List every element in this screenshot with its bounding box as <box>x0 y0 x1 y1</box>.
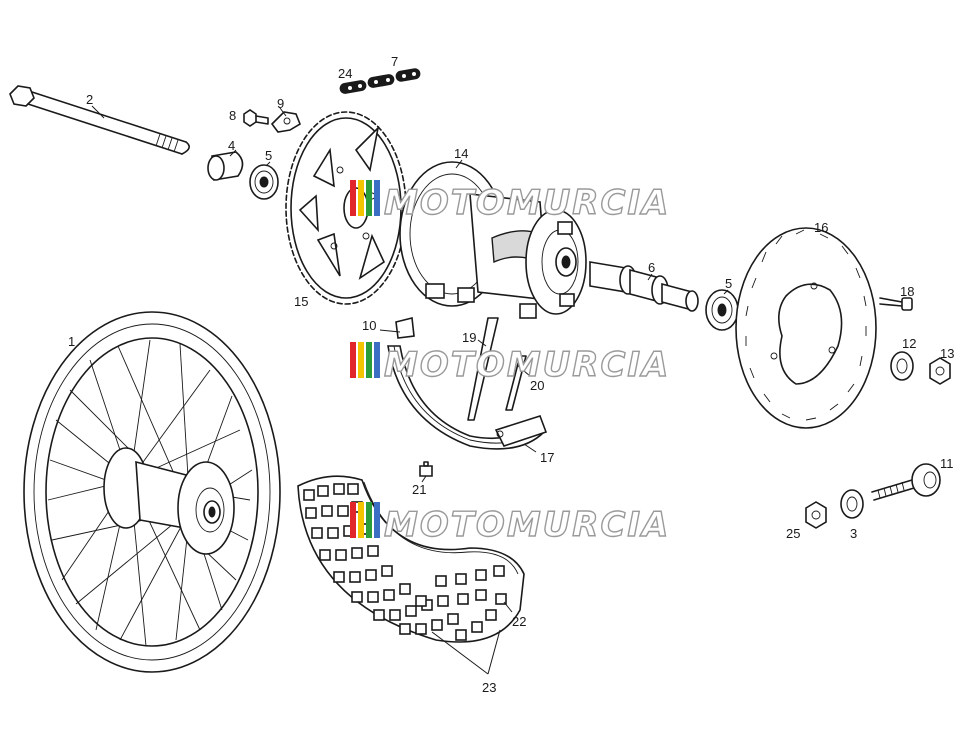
part-chain-links <box>339 68 421 94</box>
callout-12: 12 <box>902 336 916 351</box>
part-nut-13 <box>929 357 951 385</box>
callout-22: 22 <box>512 614 526 629</box>
part-axle-sleeve <box>589 261 699 312</box>
watermark-middle: MOTOMURCIA <box>350 342 670 386</box>
watermark-bottom: MOTOMURCIA <box>350 502 670 546</box>
watermark-stripe-green <box>366 342 372 378</box>
callout-21: 21 <box>412 482 426 497</box>
callout-7: 7 <box>391 54 398 69</box>
callout-5-right: 5 <box>725 276 732 291</box>
part-valve-19 <box>467 317 499 421</box>
part-rim-strip <box>395 317 415 339</box>
callout-18: 18 <box>900 284 914 299</box>
part-disc-bolt <box>879 297 913 311</box>
callout-labels: 1 2 3 4 5 5 6 7 8 9 10 11 12 13 14 15 16… <box>68 54 954 695</box>
callout-13: 13 <box>940 346 954 361</box>
callout-14: 14 <box>454 146 468 161</box>
part-brake-disc <box>735 227 877 429</box>
callout-2: 2 <box>86 92 93 107</box>
part-spacer <box>207 151 244 181</box>
watermark-stripe-green <box>366 502 372 538</box>
callout-16: 16 <box>814 220 828 235</box>
part-axle-bolt <box>9 85 190 155</box>
watermark-stripe-yellow <box>358 180 364 216</box>
watermark-stripe-red <box>350 180 356 216</box>
part-lock-washer <box>270 111 301 133</box>
callout-20: 20 <box>530 378 544 393</box>
callout-6: 6 <box>648 260 655 275</box>
watermark-text: MOTOMURCIA <box>384 505 670 545</box>
callout-19: 19 <box>462 330 476 345</box>
part-valve-20 <box>505 355 527 411</box>
callout-5-left: 5 <box>265 148 272 163</box>
part-sprocket <box>285 111 407 305</box>
part-valve-cap <box>419 461 433 477</box>
callout-4: 4 <box>228 138 235 153</box>
part-tire <box>297 475 525 643</box>
callout-9: 9 <box>277 96 284 111</box>
watermark-stripe-red <box>350 502 356 538</box>
part-washer-12 <box>890 351 914 381</box>
callout-25: 25 <box>786 526 800 541</box>
watermark-text: MOTOMURCIA <box>384 345 670 385</box>
callout-23: 23 <box>482 680 496 695</box>
part-washer-3 <box>840 489 864 519</box>
callout-15: 15 <box>294 294 308 309</box>
watermark-stripe-green <box>366 180 372 216</box>
callout-10: 10 <box>362 318 376 333</box>
part-bearing-left <box>249 164 279 200</box>
watermark-stripe-yellow <box>358 502 364 538</box>
watermark-stripe-red <box>350 342 356 378</box>
callout-3: 3 <box>850 526 857 541</box>
watermark-stripe-yellow <box>358 342 364 378</box>
part-adjuster-bolt <box>871 463 941 501</box>
watermark-stripe-blue <box>374 342 380 378</box>
part-inner-tube <box>387 345 548 450</box>
part-nut-25 <box>805 501 827 529</box>
part-bearing-right <box>705 289 739 331</box>
part-hub <box>399 161 587 319</box>
callout-17: 17 <box>540 450 554 465</box>
callout-24: 24 <box>338 66 352 81</box>
part-small-bolt <box>243 109 269 127</box>
part-wheel <box>23 311 281 673</box>
watermark-stripe-blue <box>374 502 380 538</box>
callout-8: 8 <box>229 108 236 123</box>
watermark-text: MOTOMURCIA <box>384 183 670 223</box>
watermark-stripe-blue <box>374 180 380 216</box>
leader-lines <box>91 105 729 675</box>
watermark-top: MOTOMURCIA <box>350 180 670 224</box>
callout-11: 11 <box>940 456 954 471</box>
callout-1: 1 <box>68 334 75 349</box>
